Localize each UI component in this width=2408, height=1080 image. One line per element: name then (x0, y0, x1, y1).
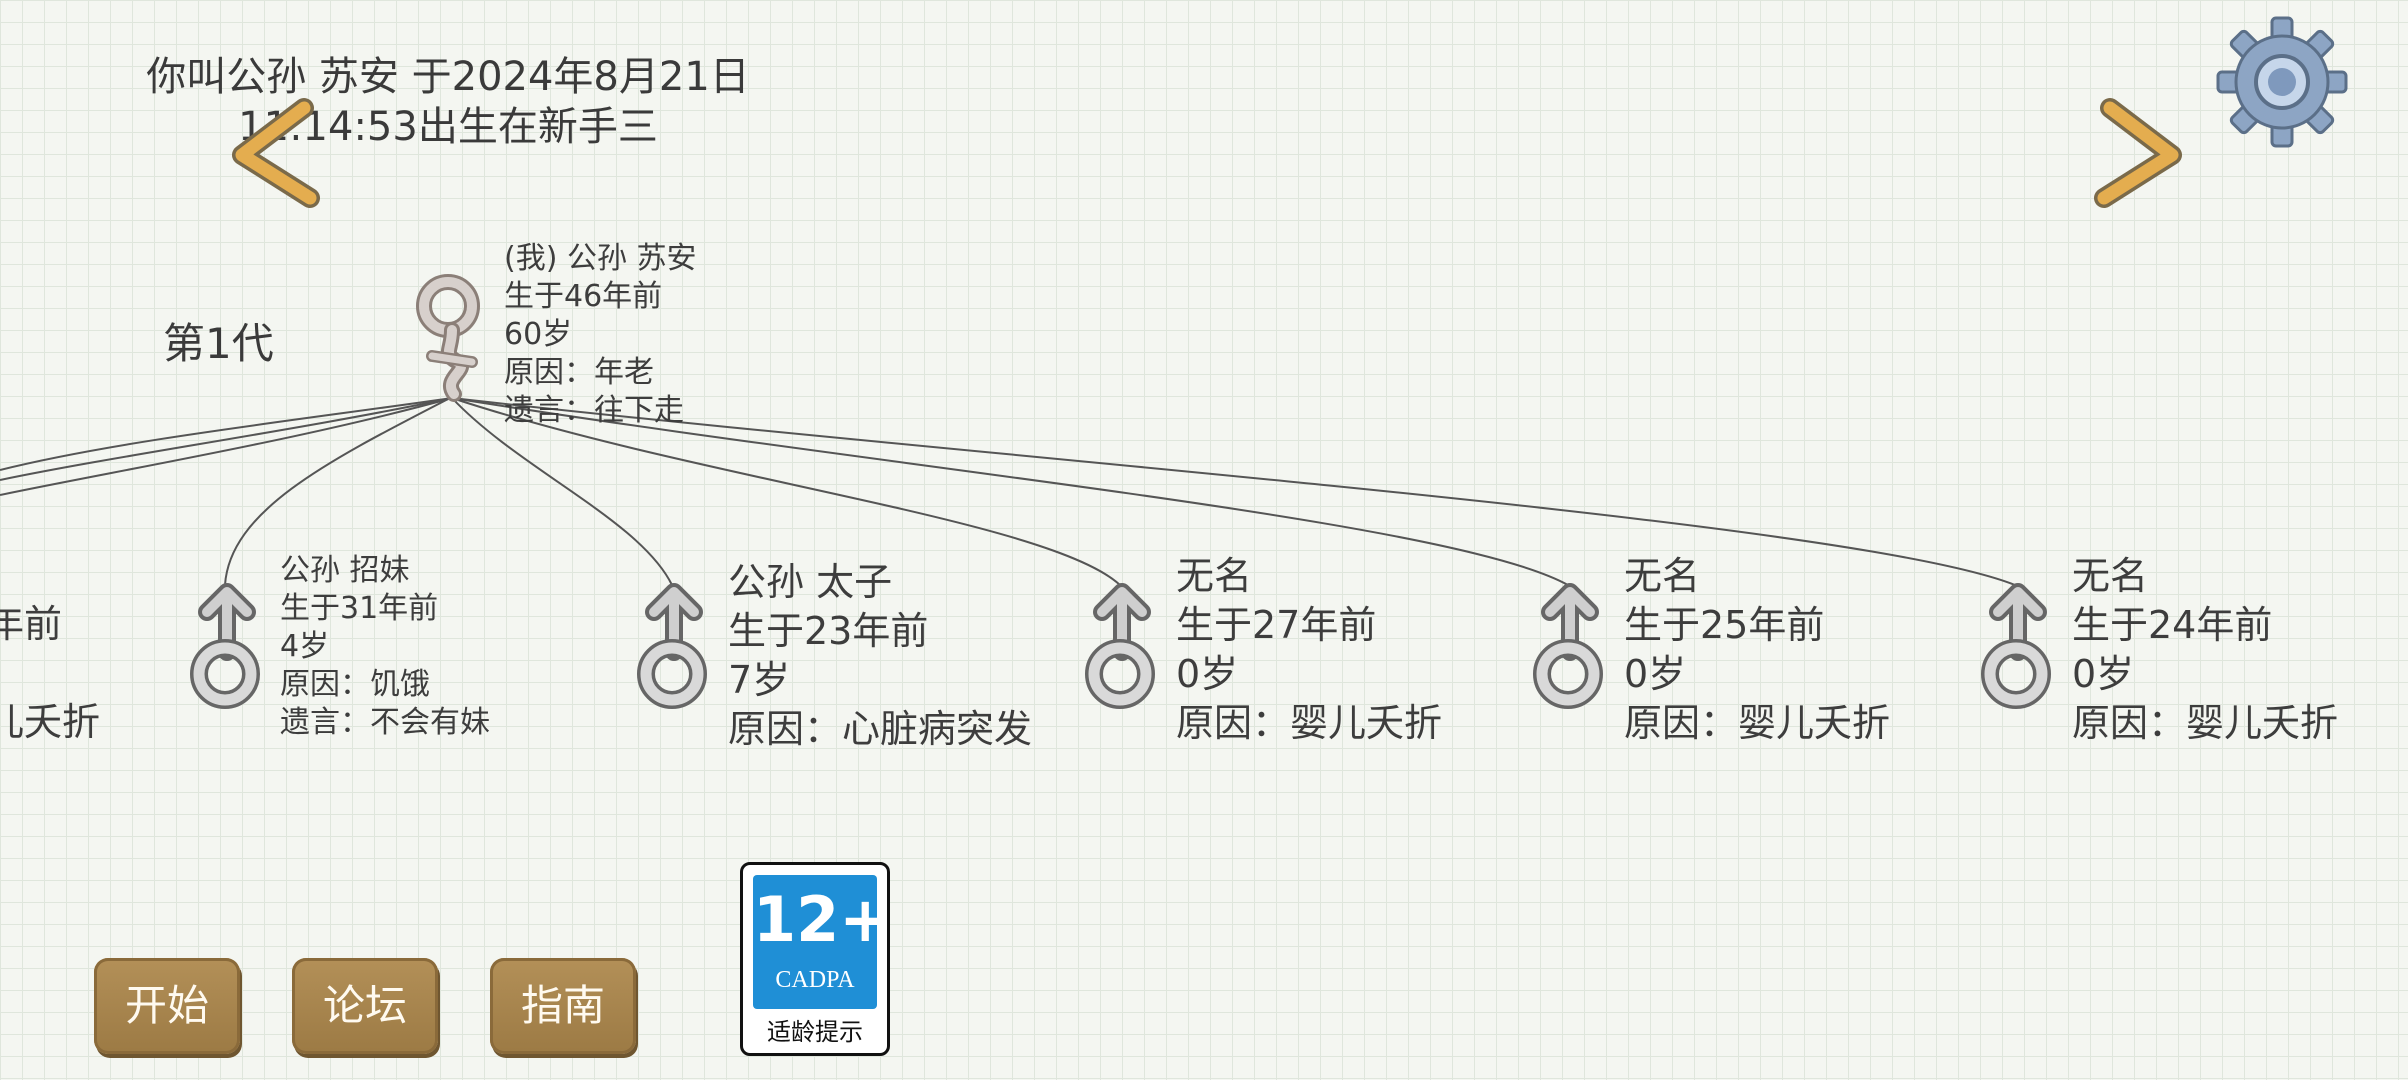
person-birth: 生于27年前 (1176, 603, 1377, 647)
person-birth: 年前 (0, 602, 63, 646)
person-info-partial: 年前 儿夭折 (0, 600, 100, 747)
person-last-words: 遗言：不会有妹 (280, 705, 490, 740)
settings-gear-icon[interactable] (2212, 12, 2352, 152)
person-age: 0岁 (1176, 652, 1239, 696)
male-symbol-icon[interactable] (632, 582, 712, 712)
person-age: 0岁 (1624, 652, 1687, 696)
person-name: (我) 公孙 苏安 (504, 241, 697, 276)
start-button[interactable]: 开始 (94, 958, 240, 1054)
age-rating-panel: 12+ CADPA (753, 875, 892, 1009)
tree-line (451, 397, 1569, 586)
person-age: 7岁 (728, 658, 791, 702)
person-info-child-4: 无名 生于25年前 0岁 原因：婴儿夭折 (1624, 552, 1890, 748)
tree-line (0, 397, 453, 496)
person-cause: 原因：心脏病突发 (728, 707, 1033, 751)
person-cause: 原因：婴儿夭折 (1176, 701, 1443, 745)
generation-label: 第1代 (163, 319, 274, 368)
person-name: 无名 (2072, 554, 2149, 598)
person-last-words: 遗言：往下走 (504, 393, 684, 428)
birth-intro-line1: 你叫公孙 苏安 于2024年8月21日 (146, 54, 750, 100)
person-age: 60岁 (504, 317, 573, 352)
female-symbol-icon[interactable] (412, 270, 492, 402)
person-name: 公孙 招妹 (280, 553, 410, 588)
person-cause: 儿夭折 (0, 700, 101, 744)
tree-line (0, 397, 453, 471)
person-name: 无名 (1176, 554, 1253, 598)
person-name: 公孙 太子 (728, 560, 893, 604)
male-symbol-icon[interactable] (1080, 582, 1160, 712)
person-cause: 原因：婴儿夭折 (1624, 701, 1891, 745)
age-rating-number: 12+ (753, 883, 892, 956)
person-info-child-1: 公孙 招妹 生于31年前 4岁 原因：饥饿 遗言：不会有妹 (280, 552, 490, 742)
tree-line (0, 397, 453, 481)
forum-button[interactable]: 论坛 (292, 958, 438, 1054)
previous-arrow-icon[interactable] (222, 90, 322, 210)
tree-line (451, 397, 1121, 586)
person-birth: 生于46年前 (504, 279, 663, 314)
age-rating-tip: 适龄提示 (767, 1018, 863, 1046)
person-birth: 生于24年前 (2072, 603, 2273, 647)
next-arrow-icon[interactable] (2092, 90, 2192, 210)
person-age: 0岁 (2072, 652, 2135, 696)
tree-line (451, 397, 673, 586)
person-cause: 原因：婴儿夭折 (2072, 701, 2339, 745)
guide-button[interactable]: 指南 (490, 958, 636, 1054)
tree-line (451, 397, 2016, 586)
tree-line (224, 397, 451, 586)
person-info-me: (我) 公孙 苏安 生于46年前 60岁 原因：年老 遗言：往下走 (504, 240, 696, 430)
male-symbol-icon[interactable] (1528, 582, 1608, 712)
male-symbol-icon[interactable] (185, 582, 265, 712)
birth-intro-text: 你叫公孙 苏安 于2024年8月21日 11:14:53出生在新手三 (128, 52, 768, 152)
person-birth: 生于25年前 (1624, 603, 1825, 647)
person-age: 4岁 (280, 629, 330, 664)
male-symbol-icon[interactable] (1976, 582, 2056, 712)
person-cause: 原因：饥饿 (280, 667, 430, 702)
age-rating-badge[interactable]: 12+ CADPA 适龄提示 (740, 862, 892, 1056)
person-info-child-2: 公孙 太子 生于23年前 7岁 原因：心脏病突发 (728, 558, 1032, 754)
person-name: 无名 (1624, 554, 1701, 598)
age-rating-org: CADPA (775, 967, 855, 993)
person-cause: 原因：年老 (504, 355, 654, 390)
person-info-child-3: 无名 生于27年前 0岁 原因：婴儿夭折 (1176, 552, 1442, 748)
person-birth: 生于31年前 (280, 591, 439, 626)
person-birth: 生于23年前 (728, 609, 929, 653)
person-info-child-5: 无名 生于24年前 0岁 原因：婴儿夭折 (2072, 552, 2338, 748)
